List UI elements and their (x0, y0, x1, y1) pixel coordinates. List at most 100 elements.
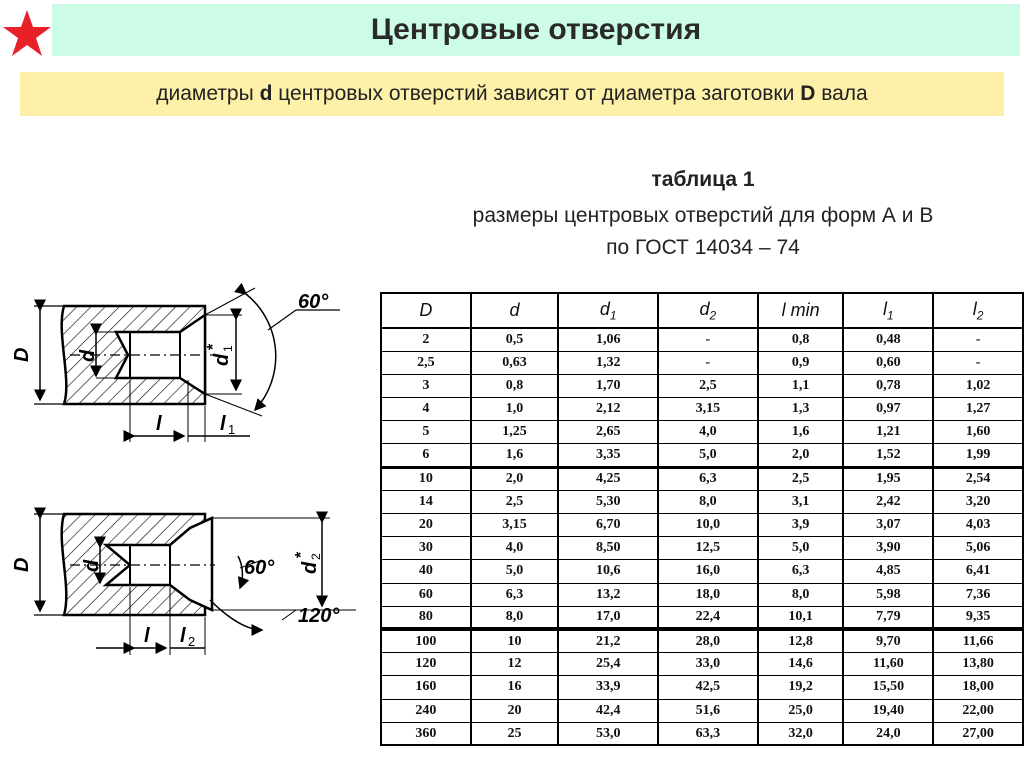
table-cell: 3,1 (756, 489, 844, 515)
table-cell: 1,99 (932, 443, 1024, 468)
table-caption-description: размеры центровых отверстий для форм А и… (472, 204, 934, 227)
table-cell: 18,00 (932, 675, 1024, 700)
table-cell: 25 (469, 721, 559, 746)
table-cell: 13,2 (557, 582, 659, 607)
table-cell: 1,27 (932, 397, 1024, 422)
table-caption-number: таблица 1 (651, 168, 755, 191)
table-cell: 11,60 (842, 652, 934, 677)
table-cell: 32,0 (756, 721, 844, 746)
subtitle: диаметры d центровых отверстий зависят о… (20, 72, 1004, 116)
table-cell: 14,6 (756, 652, 844, 677)
table-header-label: d (509, 300, 520, 320)
label-l2-bottom: l (180, 625, 186, 647)
table-cell: 3 (380, 373, 472, 399)
table-cell: 0,48 (842, 327, 934, 352)
table-cell: 10 (380, 465, 472, 491)
table-cell: 13,80 (932, 652, 1024, 677)
table-cell: 5,98 (842, 582, 934, 607)
table-cell: 360 (380, 721, 472, 746)
table-cell: - (657, 327, 759, 352)
subtitle-d: d (259, 82, 273, 105)
table-cell: 5,06 (932, 536, 1024, 561)
table-cell: 42,5 (657, 675, 759, 700)
table-header-subscript: 1 (886, 308, 894, 323)
table-header-label: d (599, 298, 610, 319)
table-cell: 5,0 (469, 559, 559, 584)
label-d1-sub-top: 1 (221, 345, 235, 352)
table-cell: 0,8 (756, 327, 844, 352)
table-cell: 100 (380, 627, 472, 654)
star-icon (3, 10, 51, 56)
table-cell: 16,0 (657, 559, 759, 584)
table-cell: 2,5 (657, 373, 759, 399)
table-cell: 63,3 (657, 721, 759, 746)
table-cell: 4,25 (557, 465, 659, 491)
table-cell: 6,3 (657, 465, 759, 491)
table-cell: - (932, 327, 1024, 352)
table-cell: 0,63 (469, 350, 559, 375)
table-cell: 3,07 (842, 512, 934, 538)
table-cell: 10,6 (557, 559, 659, 584)
table-cell: 4,03 (932, 512, 1024, 538)
table-header-label: l (882, 298, 887, 319)
table-cell: 10 (469, 627, 559, 654)
label-D-top: D (11, 348, 33, 362)
table-cell: 6,70 (557, 512, 659, 538)
label-angle60-bottom: 60° (244, 557, 275, 579)
table-cell: 5,0 (756, 536, 844, 561)
table-cell: 6,3 (469, 582, 559, 607)
table-cell: 42,4 (557, 698, 659, 723)
table-cell: 6 (380, 443, 472, 468)
table-cell: 12,5 (657, 536, 759, 561)
table-header-subscript: 1 (609, 308, 617, 323)
label-l-bottom: l (144, 625, 150, 647)
table-cell: 25,0 (756, 698, 844, 723)
drawing-form-b: D d d 2 * 60° 120° l l 2 (11, 507, 356, 655)
table-cell: 9,70 (842, 627, 934, 654)
table-cell: 6,3 (756, 559, 844, 584)
table-cell: 2,0 (756, 443, 844, 468)
label-d2-bottom: d (299, 561, 321, 574)
table-cell: 0,9 (756, 350, 844, 375)
table-cell: 8,0 (657, 489, 759, 515)
table-cell: 19,2 (756, 675, 844, 700)
table-caption-standard: по ГОСТ 14034 – 74 (606, 236, 800, 259)
table-header-subscript: 2 (709, 308, 717, 323)
table-cell: 8,0 (756, 582, 844, 607)
table-cell: 1,95 (842, 465, 934, 491)
table-cell: 1,6 (469, 443, 559, 468)
table-header-label: D (419, 300, 433, 320)
table-cell: 8,50 (557, 536, 659, 561)
table-cell: 2 (380, 327, 472, 352)
table-cell: 28,0 (657, 627, 759, 654)
label-l-top: l (156, 413, 162, 435)
table-cell: 51,6 (657, 698, 759, 723)
table-cell: 1,32 (557, 350, 659, 375)
table-header-cell: d2 (657, 292, 759, 329)
label-d1-star-top: * (205, 343, 222, 350)
table-header-subscript: 2 (976, 308, 984, 323)
table-cell: 33,0 (657, 652, 759, 677)
table-cell: 0,97 (842, 397, 934, 422)
table-header-cell: d1 (557, 292, 659, 329)
table-header-cell: l min (756, 292, 844, 329)
table-cell: 2,65 (557, 420, 659, 445)
table-cell: 3,15 (469, 512, 559, 538)
table-cell: 1,3 (756, 397, 844, 422)
subtitle-D: D (800, 82, 816, 105)
page-title: Центровые отверстия (370, 13, 702, 46)
table-cell: 20 (380, 512, 472, 538)
table-cell: 2,5 (469, 489, 559, 515)
table-cell: 6,41 (932, 559, 1024, 584)
